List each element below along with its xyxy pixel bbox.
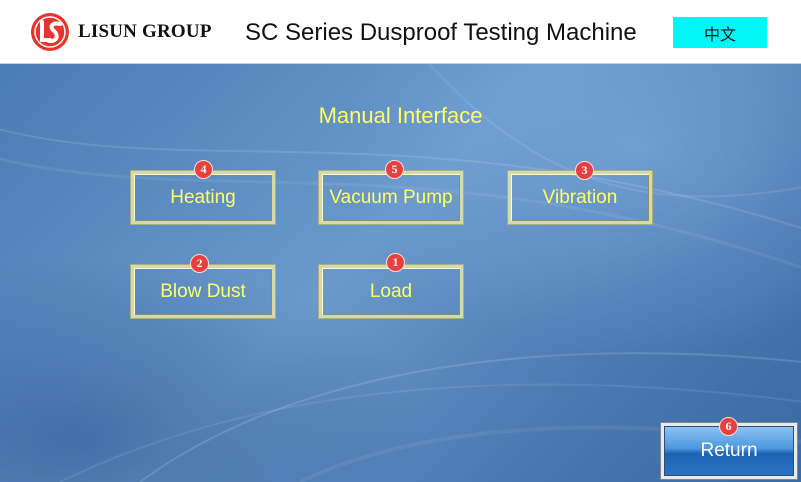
brand-name: LISUN GROUP xyxy=(78,21,212,42)
badge-load: 1 xyxy=(386,253,405,272)
background-decoration xyxy=(0,64,801,482)
heating-button-label: Heating xyxy=(170,186,236,208)
badge-vibration: 3 xyxy=(575,161,594,180)
badge-vacuum-pump: 5 xyxy=(385,160,404,179)
blow-dust-button[interactable]: Blow Dust xyxy=(131,265,275,318)
load-button[interactable]: Load xyxy=(319,265,463,318)
badge-heating: 4 xyxy=(194,160,213,179)
header-bar: LISUN GROUP SC Series Dusproof Testing M… xyxy=(0,0,801,64)
section-title: Manual Interface xyxy=(318,103,483,128)
return-button-label: Return xyxy=(700,440,758,461)
vacuum-pump-button-label: Vacuum Pump xyxy=(329,186,453,208)
language-toggle-button[interactable]: 中文 xyxy=(673,17,767,48)
app-title: SC Series Dusproof Testing Machine xyxy=(245,19,637,46)
manual-interface-panel: Manual Interface Heating 4 Vacuum Pump 5… xyxy=(0,64,801,482)
badge-blow-dust: 2 xyxy=(190,254,209,273)
blow-dust-button-label: Blow Dust xyxy=(160,280,246,302)
badge-return: 6 xyxy=(719,417,738,436)
lisun-logo-icon xyxy=(31,13,69,51)
vacuum-pump-button[interactable]: Vacuum Pump xyxy=(319,171,463,224)
load-button-label: Load xyxy=(369,280,413,302)
vibration-button-label: Vibration xyxy=(542,186,618,208)
